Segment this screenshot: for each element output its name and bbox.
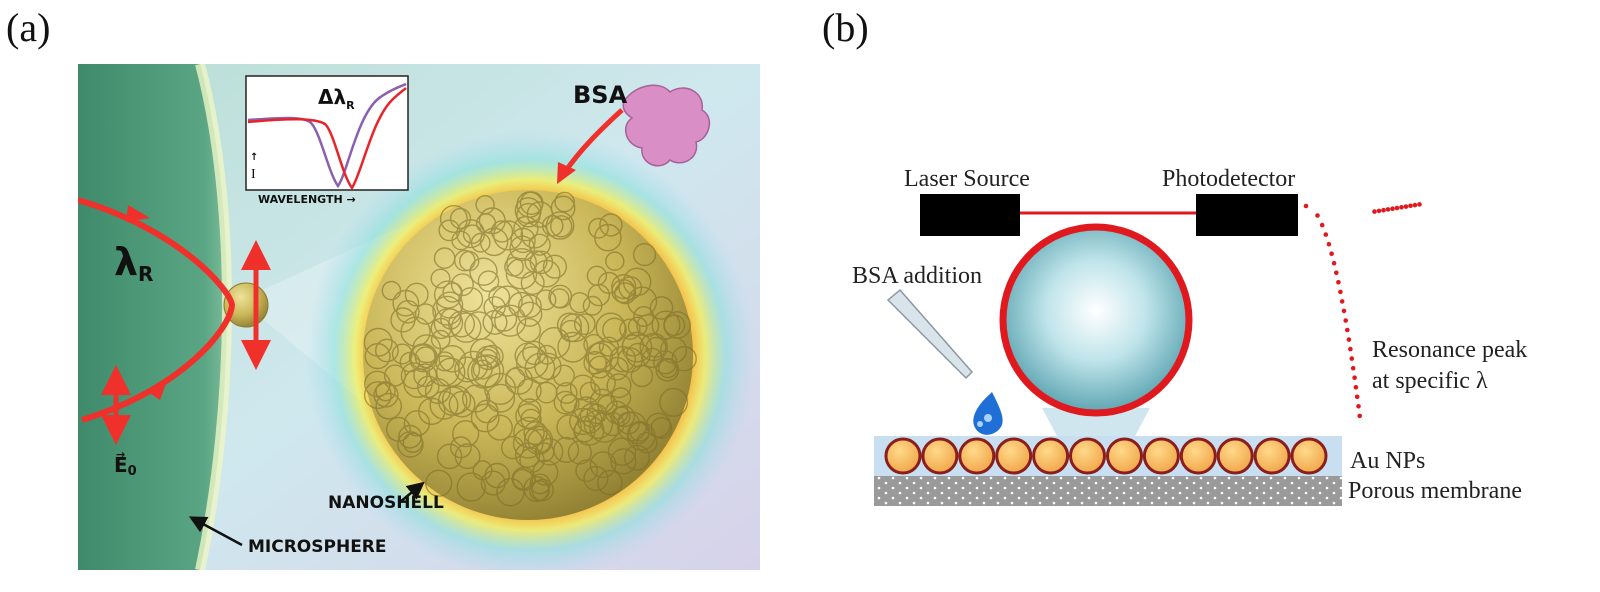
gold-nanoparticle bbox=[960, 439, 994, 473]
resonance-dot bbox=[1413, 203, 1418, 208]
spectrum-inset: ΔλR ↑ I WAVELENGTH → bbox=[246, 76, 408, 206]
photodetector-label: Photodetector bbox=[1162, 166, 1295, 192]
resonance-dot bbox=[1390, 206, 1395, 211]
panel-a: λR → E0 BSA NANOSHELL MICROSPHERE ΔλR ↑ … bbox=[78, 64, 760, 580]
gold-nanoparticle bbox=[1108, 439, 1142, 473]
wavelength-axis-label: WAVELENGTH → bbox=[258, 193, 356, 206]
resonance-dot bbox=[1356, 404, 1361, 409]
gold-nanoparticle bbox=[886, 439, 920, 473]
resonance-dot bbox=[1338, 290, 1343, 295]
laser-source-box bbox=[920, 194, 1020, 236]
resonance-dot bbox=[1332, 261, 1337, 266]
gold-nanoparticle bbox=[1071, 439, 1105, 473]
resonance-dot bbox=[1327, 242, 1332, 247]
microsphere-label: MICROSPHERE bbox=[248, 537, 387, 557]
gold-nanoparticle bbox=[997, 439, 1031, 473]
resonance-dot bbox=[1352, 375, 1357, 380]
resonance-label-line-1: Resonance peak bbox=[1372, 337, 1527, 363]
gold-nanoparticle bbox=[1034, 439, 1068, 473]
microsphere-wall bbox=[78, 64, 227, 570]
resonance-dot bbox=[1315, 213, 1320, 218]
resonance-dot bbox=[1324, 232, 1329, 237]
gold-nanoparticle bbox=[1181, 439, 1215, 473]
resonance-dot bbox=[1377, 209, 1382, 214]
resonance-dot bbox=[1404, 204, 1409, 209]
panel-b: Laser Source Photodetector BSA addition … bbox=[852, 166, 1527, 506]
photodetector-box bbox=[1196, 194, 1298, 236]
gold-nanoparticle bbox=[923, 439, 957, 473]
resonance-dot bbox=[1345, 328, 1350, 333]
resonance-dot bbox=[1334, 271, 1339, 276]
resonance-dot bbox=[1399, 205, 1404, 210]
resonance-dot bbox=[1342, 309, 1347, 314]
resonance-label-line-2: at specific λ bbox=[1372, 368, 1488, 394]
resonance-dot bbox=[1347, 337, 1352, 342]
resonance-dot bbox=[1395, 206, 1400, 211]
bsa-addition-label: BSA addition bbox=[852, 263, 982, 289]
resonance-dot bbox=[1343, 318, 1348, 323]
intensity-arrow: ↑ bbox=[250, 152, 258, 163]
bsa-droplet bbox=[973, 392, 1002, 435]
gold-nanoparticle bbox=[1218, 439, 1252, 473]
resonance-dot bbox=[1355, 395, 1360, 400]
microsphere-resonator bbox=[1003, 227, 1189, 413]
laser-source-label: Laser Source bbox=[904, 166, 1030, 192]
bsa-label: BSA bbox=[573, 81, 628, 109]
resonance-dot bbox=[1336, 280, 1341, 285]
nanoshell-label: NANOSHELL bbox=[328, 493, 444, 513]
au-nps-label: Au NPs bbox=[1350, 448, 1425, 474]
resonance-dot bbox=[1351, 366, 1356, 371]
resonance-dot bbox=[1304, 204, 1309, 209]
resonance-dot bbox=[1372, 209, 1377, 214]
resonance-dot bbox=[1386, 207, 1391, 212]
resonance-dot bbox=[1348, 347, 1353, 352]
resonance-dot bbox=[1340, 299, 1345, 304]
resonance-dot bbox=[1320, 223, 1325, 228]
porous-membrane bbox=[874, 476, 1342, 506]
resonance-dot bbox=[1357, 414, 1362, 419]
resonance-dot bbox=[1408, 204, 1413, 209]
resonance-dot bbox=[1354, 385, 1359, 390]
gold-nanoparticle bbox=[1292, 439, 1326, 473]
porous-membrane-label: Porous membrane bbox=[1348, 478, 1522, 504]
gold-nanoparticle bbox=[1255, 439, 1289, 473]
resonance-dot bbox=[1381, 208, 1386, 213]
gold-nanoparticle bbox=[1144, 439, 1178, 473]
resonance-dot bbox=[1417, 202, 1422, 207]
resonance-dot bbox=[1329, 251, 1334, 256]
pipette bbox=[888, 290, 1003, 435]
resonance-dot bbox=[1350, 356, 1355, 361]
intensity-label: I bbox=[251, 167, 256, 182]
